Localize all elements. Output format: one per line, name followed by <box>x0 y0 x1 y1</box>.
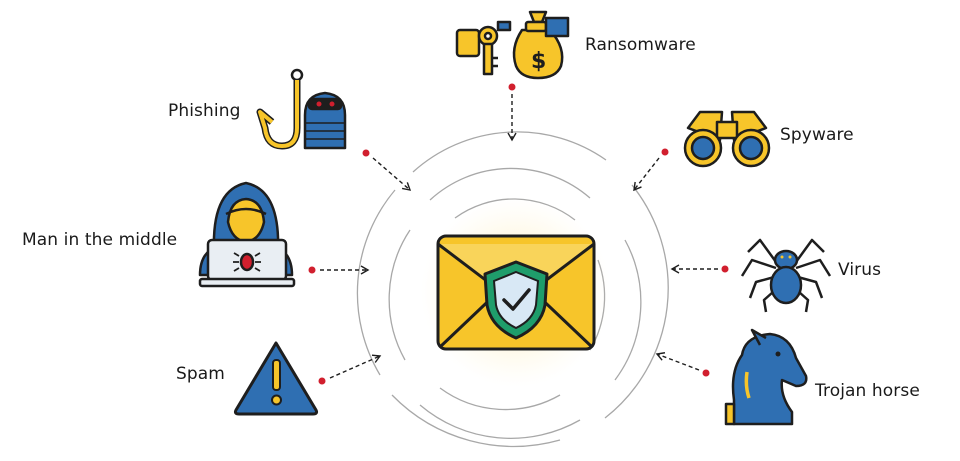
arrow-ransomware <box>507 83 517 142</box>
arrow-virus <box>670 264 729 274</box>
fishhook-hacker-icon <box>256 68 347 150</box>
binoculars-icon <box>683 110 771 168</box>
secure-email-shield-icon <box>421 197 611 387</box>
label-spam: Spam <box>176 364 225 384</box>
label-virus: Virus <box>838 260 882 280</box>
arrow-spyware <box>633 148 669 192</box>
label-trojan-horse: Trojan horse <box>815 381 920 401</box>
key-moneybag-icon: $ <box>455 10 570 80</box>
label-phishing: Phishing <box>168 101 241 121</box>
spider-icon <box>740 238 832 313</box>
label-man-in-the-middle: Man in the middle <box>22 230 178 250</box>
arrow-phishing <box>362 149 412 191</box>
warning-triangle-icon <box>233 341 319 416</box>
chess-knight-icon <box>724 328 808 426</box>
label-ransomware: Ransomware <box>585 35 696 55</box>
arrow-man-in-the-middle <box>308 265 370 275</box>
arrow-trojan-horse <box>655 352 710 377</box>
svg-text:$: $ <box>531 49 546 74</box>
threat-arrows <box>308 83 729 385</box>
hacker-laptop-bug-icon <box>198 181 296 288</box>
label-spyware: Spyware <box>780 125 854 145</box>
arrow-spam <box>318 354 382 385</box>
